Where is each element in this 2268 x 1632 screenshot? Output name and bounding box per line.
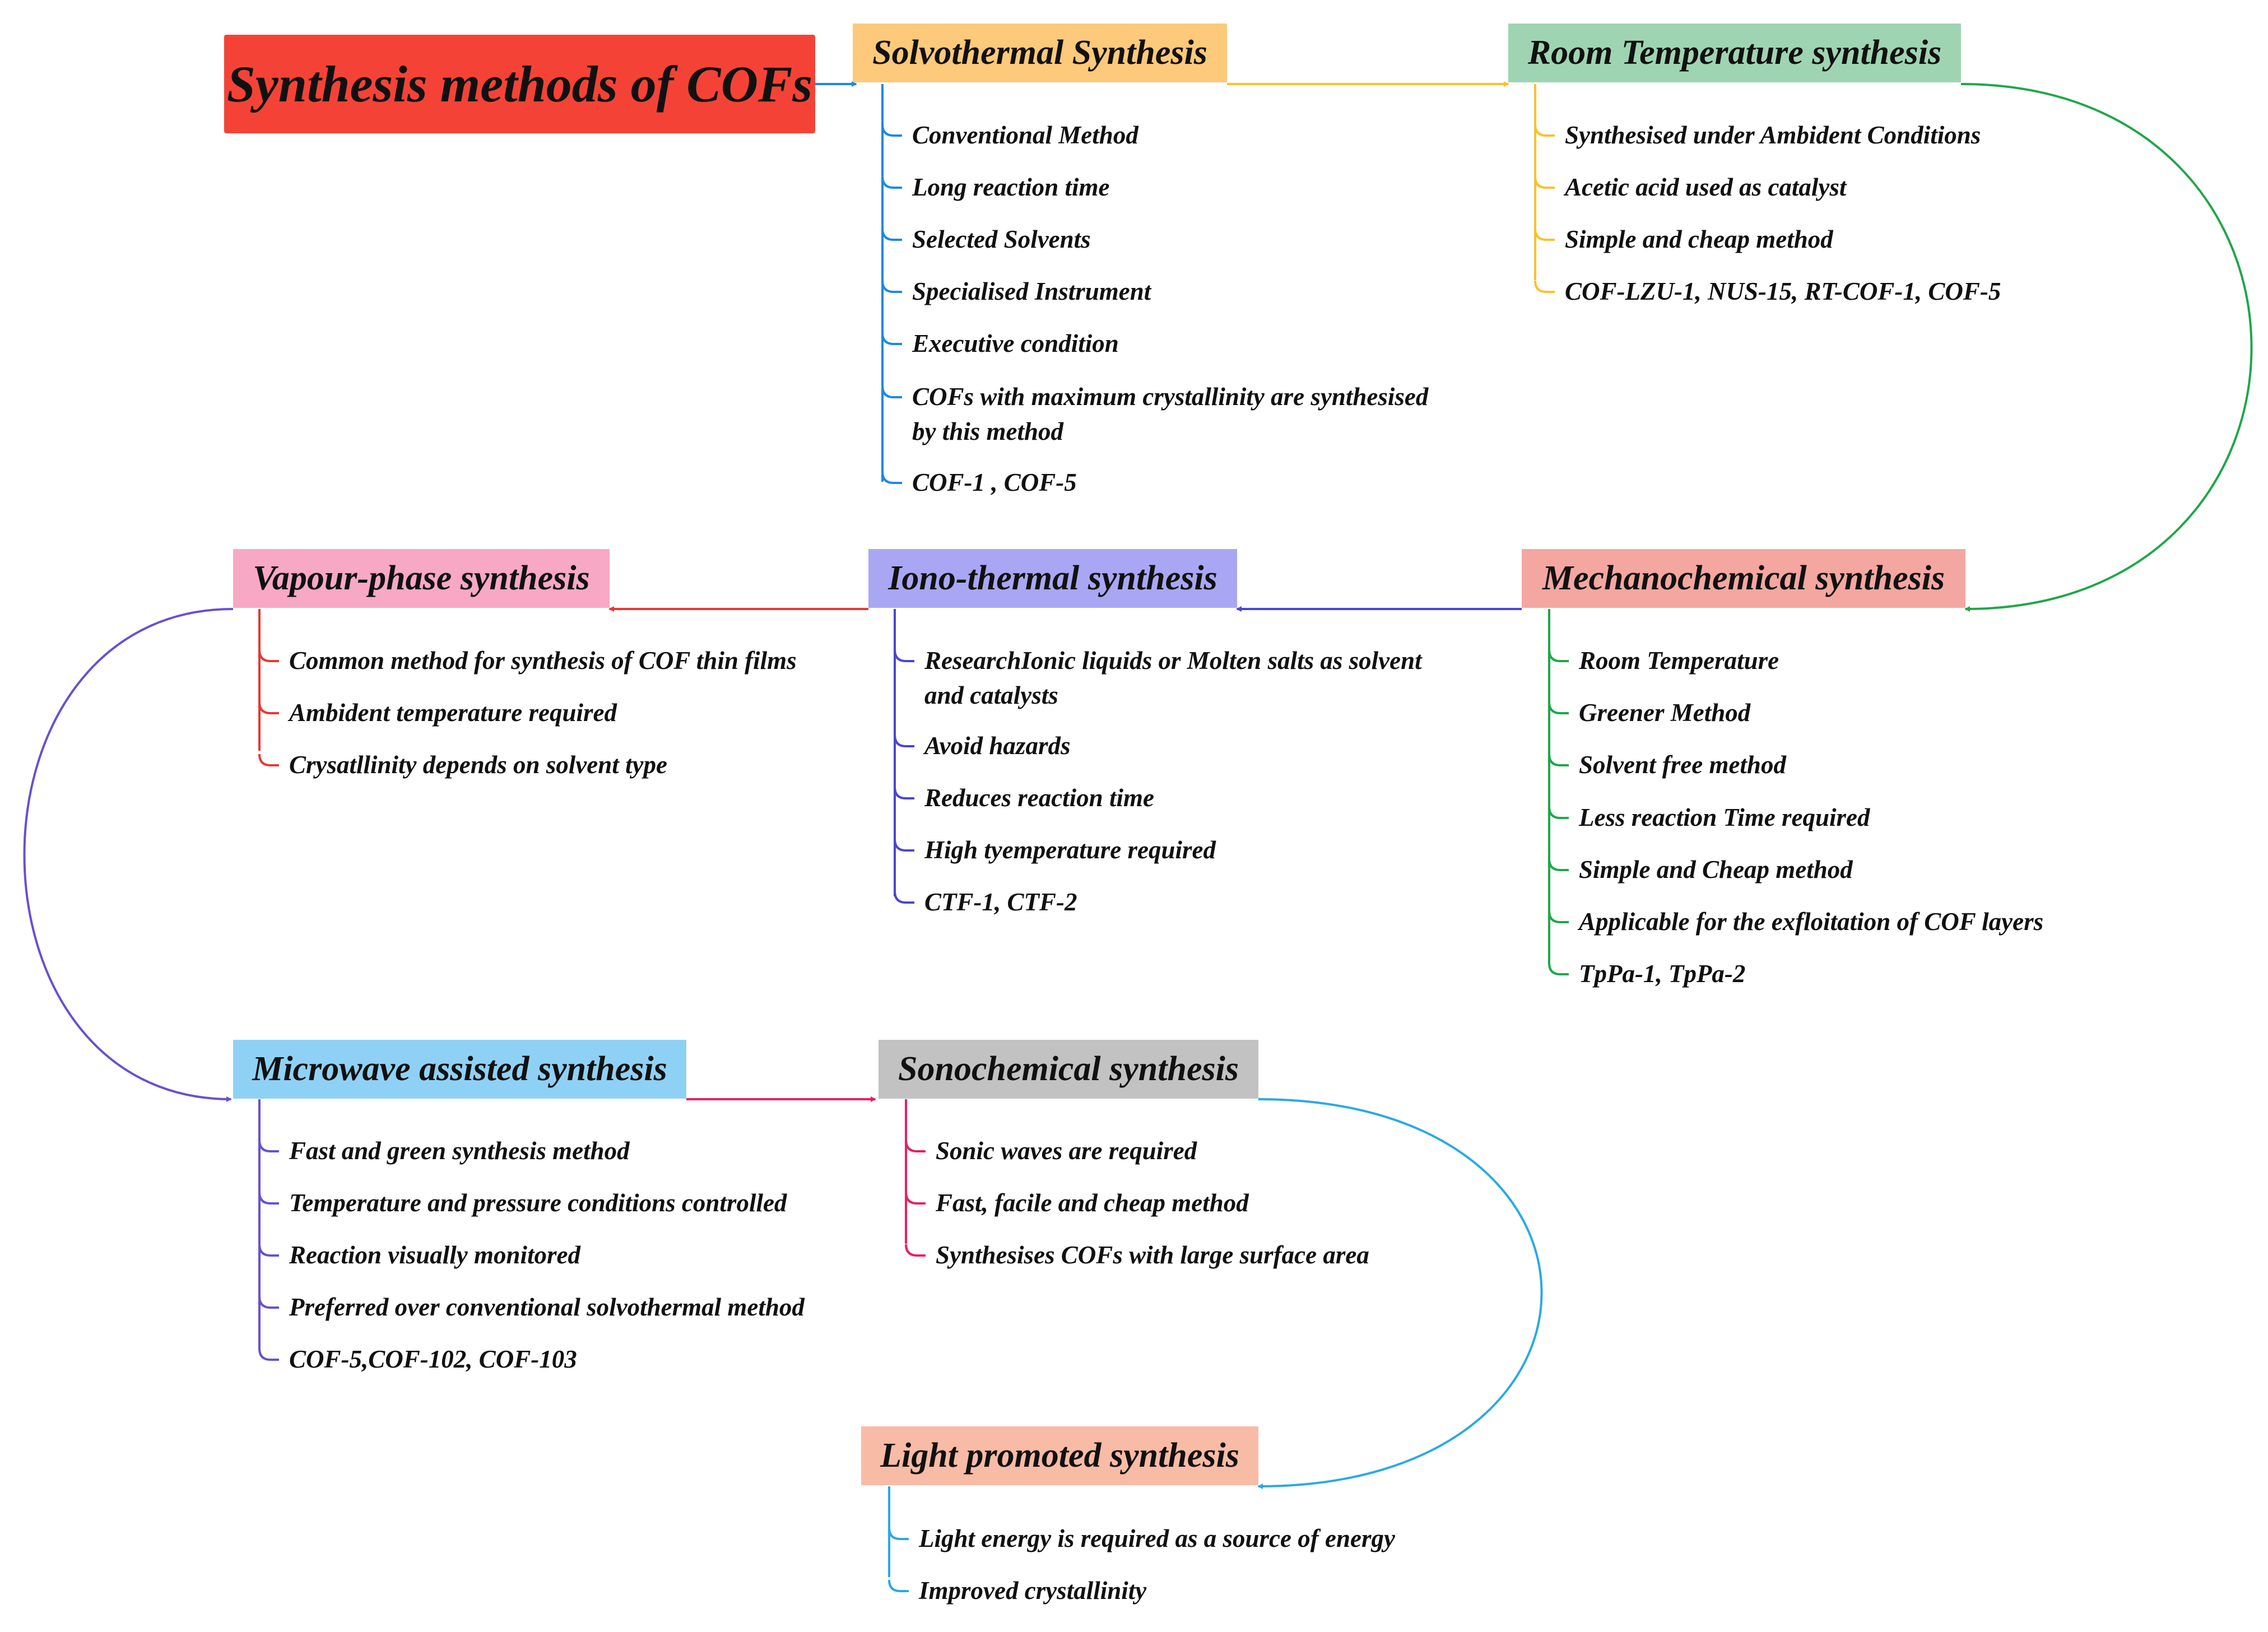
mechanochemical-item-2: Greener Method xyxy=(1579,699,1751,727)
light-item-2: Improved crystallinity xyxy=(919,1577,1147,1605)
solvothermal-item-6: COFs with maximum crystallinity are synt… xyxy=(912,383,1429,411)
branches-ionothermal xyxy=(894,609,914,904)
header-solvothermal: Solvothermal Synthesis xyxy=(853,24,1227,82)
mechanochemical-item-5: Simple and Cheap method xyxy=(1579,855,1853,884)
header-roomtemp-label: Room Temperature synthesis xyxy=(1527,34,1942,72)
vapour-item-3: Crysatllinity depends on solvent type xyxy=(289,751,667,779)
sonochemical-item-2: Fast, facile and cheap method xyxy=(936,1189,1249,1217)
branches-sonochemical xyxy=(905,1099,926,1257)
branches-vapour xyxy=(258,609,279,766)
vapour-item-1: Common method for synthesis of COF thin … xyxy=(289,647,797,675)
mechanochemical-item-3: Solvent free method xyxy=(1579,751,1786,779)
vapour-item-2: Ambident temperature required xyxy=(289,699,617,727)
link-roomtemp-mechanochemical xyxy=(1960,83,2253,612)
header-microwave: Microwave assisted synthesis xyxy=(233,1040,686,1099)
roomtemp-item-4: COF-LZU-1, NUS-15, RT-COF-1, COF-5 xyxy=(1565,277,2001,305)
header-sonochemical-label: Sonochemical synthesis xyxy=(898,1050,1239,1088)
branches-roomtemp xyxy=(1534,84,1555,293)
sonochemical-item-1: Sonic waves are required xyxy=(936,1137,1197,1165)
header-light: Light promoted synthesis xyxy=(861,1426,1258,1485)
microwave-item-2: Temperature and pressure conditions cont… xyxy=(289,1189,787,1217)
microwave-item-4: Preferred over conventional solvothermal… xyxy=(289,1293,805,1321)
roomtemp-item-2: Acetic acid used as catalyst xyxy=(1565,173,1847,201)
solvothermal-item-5: Executive condition xyxy=(912,329,1119,357)
microwave-item-1: Fast and green synthesis method xyxy=(289,1137,630,1165)
light-item-1: Light energy is required as a source of … xyxy=(919,1524,1395,1552)
microwave-item-3: Reaction visually monitored xyxy=(289,1241,581,1269)
solvothermal-item-4: Specialised Instrument xyxy=(912,277,1151,305)
solvothermal-item-7: COF-1 , COF-5 xyxy=(912,468,1077,496)
root-title: Synthesis methods of COFs xyxy=(226,55,813,113)
header-ionothermal-label: Iono-thermal synthesis xyxy=(888,559,1217,597)
roomtemp-item-3: Simple and cheap method xyxy=(1565,225,1833,253)
branches-light xyxy=(888,1486,909,1592)
solvothermal-item-1: Conventional Method xyxy=(912,121,1138,149)
ionothermal-item-1: ResearchIonic liquids or Molten salts as… xyxy=(924,647,1422,675)
header-light-label: Light promoted synthesis xyxy=(880,1436,1239,1475)
header-ionothermal: Iono-thermal synthesis xyxy=(868,549,1237,608)
header-vapour-label: Vapour-phase synthesis xyxy=(253,559,590,597)
root-title-box: Synthesis methods of COFs xyxy=(224,35,815,133)
branches-solvothermal xyxy=(881,84,902,484)
header-sonochemical: Sonochemical synthesis xyxy=(879,1040,1258,1099)
ionothermal-item-2: Avoid hazards xyxy=(924,732,1071,760)
header-vapour: Vapour-phase synthesis xyxy=(233,549,610,608)
link-vapour-microwave xyxy=(23,608,234,1102)
ionothermal-item-5: CTF-1, CTF-2 xyxy=(924,888,1077,916)
solvothermal-item-2: Long reaction time xyxy=(912,173,1110,201)
roomtemp-item-1: Synthesised under Ambident Conditions xyxy=(1565,121,1981,149)
header-microwave-label: Microwave assisted synthesis xyxy=(252,1050,667,1088)
solvothermal-item-6-continued: by this method xyxy=(912,417,1064,445)
ionothermal-item-3: Reduces reaction time xyxy=(924,784,1154,812)
branches-mechanochemical xyxy=(1548,609,1569,975)
solvothermal-item-3: Selected Solvents xyxy=(912,225,1091,253)
mechanochemical-item-1: Room Temperature xyxy=(1579,647,1779,675)
ionothermal-item-1-continued: and catalysts xyxy=(924,681,1058,709)
header-mechanochemical: Mechanochemical synthesis xyxy=(1522,549,1965,608)
mechanochemical-item-6: Applicable for the exfloitation of COF l… xyxy=(1579,908,2044,936)
ionothermal-item-4: High tyemperature required xyxy=(924,836,1216,864)
branches-microwave xyxy=(258,1099,279,1361)
header-solvothermal-label: Solvothermal Synthesis xyxy=(872,34,1207,72)
mechanochemical-item-7: TpPa-1, TpPa-2 xyxy=(1579,960,1746,988)
microwave-item-5: COF-5,COF-102, COF-103 xyxy=(289,1345,577,1373)
mechanochemical-item-4: Less reaction Time required xyxy=(1579,803,1870,831)
sonochemical-item-3: Synthesises COFs with large surface area xyxy=(936,1241,1369,1269)
header-roomtemp: Room Temperature synthesis xyxy=(1508,24,1961,82)
header-mechanochemical-label: Mechanochemical synthesis xyxy=(1542,559,1945,597)
link-sonochemical-light xyxy=(1257,1098,1543,1489)
